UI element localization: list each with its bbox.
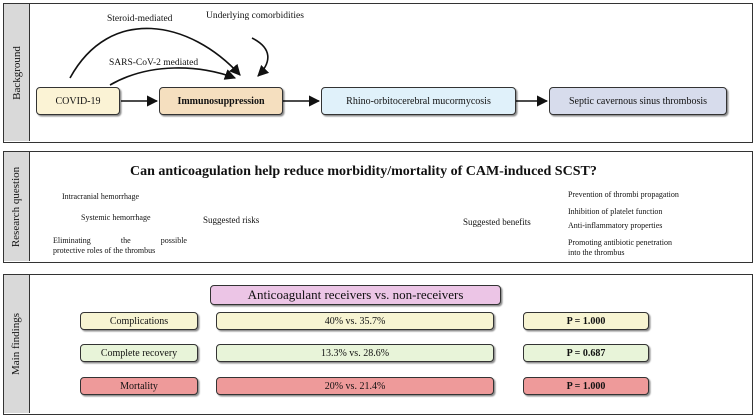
- mortality-comparison: 20% vs. 21.4%: [324, 380, 386, 392]
- suggested-benefits-label: Suggested benefits: [463, 217, 531, 227]
- benefit-item-antibiotic: Promoting antibiotic penetration: [568, 238, 672, 247]
- complications-p-value: P = 1.000: [566, 315, 606, 327]
- recovery-p-value: P = 0.687: [566, 347, 606, 359]
- background-tab: Background: [4, 4, 30, 141]
- benefit-item-platelet: Inhibition of platelet function: [568, 207, 663, 216]
- rhino-box: Rhino-orbitocerebral mucormycosis: [321, 87, 516, 115]
- risk-item-thrombus-word1: Eliminating: [53, 236, 91, 245]
- benefit-item-propagation: Prevention of thrombi propagation: [568, 190, 679, 199]
- complications-comparison: 40% vs. 35.7%: [324, 315, 386, 327]
- research-panel: Research question: [3, 151, 753, 263]
- steroid-label: Steroid-mediated: [107, 14, 173, 24]
- suggested-risks-label: Suggested risks: [203, 215, 260, 225]
- risk-item-thrombus-line1: Eliminating the possible: [53, 236, 187, 246]
- risk-item-thrombus-word2: the: [120, 236, 131, 245]
- mortality-comparison-box: 20% vs. 21.4%: [216, 377, 494, 395]
- rhino-label: Rhino-orbitocerebral mucormycosis: [346, 95, 491, 107]
- risk-item-thrombus-word3: possible: [160, 236, 187, 245]
- risk-item-thrombus-line2: protective roles of the thrombus: [53, 246, 156, 255]
- risk-item-thrombus: Eliminating the possible protective role…: [53, 236, 187, 256]
- complications-p-box: P = 1.000: [523, 312, 649, 330]
- recovery-comparison-box: 13.3% vs. 28.6%: [216, 344, 494, 362]
- septic-box: Septic cavernous sinus thrombosis: [549, 87, 727, 115]
- findings-header-label: Anticoagulant receivers vs. non-receiver…: [247, 287, 464, 302]
- sarscov2-label: SARS-CoV-2 mediated: [109, 58, 199, 68]
- comorbidities-label: Underlying comorbidities: [206, 11, 304, 21]
- background-panel: Background: [3, 3, 753, 143]
- steroid-arrow: [69, 27, 241, 79]
- immunosuppression-box: Immunosuppression: [159, 87, 283, 115]
- septic-label: Septic cavernous sinus thrombosis: [568, 95, 708, 107]
- research-question: Can anticoagulation help reduce morbidit…: [130, 164, 597, 179]
- complications-comparison-box: 40% vs. 35.7%: [216, 312, 494, 330]
- research-tab-label: Research question: [10, 166, 23, 247]
- complications-label-box: Complications: [80, 312, 198, 330]
- mortality-p-box: P = 1.000: [523, 377, 649, 395]
- covid-label: COVID-19: [55, 95, 101, 107]
- mortality-p-value: P = 1.000: [566, 380, 606, 392]
- recovery-label-box: Complete recovery: [80, 344, 198, 362]
- recovery-comparison: 13.3% vs. 28.6%: [320, 347, 390, 359]
- benefit-item-antiinflammatory: Anti-inflammatory properties: [568, 221, 663, 230]
- risk-item-intracranial: Intracranial hemorrhage: [62, 192, 140, 201]
- mortality-label-box: Mortality: [80, 377, 198, 395]
- findings-header: Anticoagulant receivers vs. non-receiver…: [210, 285, 501, 305]
- covid-box: COVID-19: [36, 87, 120, 115]
- recovery-p-box: P = 0.687: [523, 344, 649, 362]
- recovery-label: Complete recovery: [100, 347, 178, 359]
- benefit-item-antibiotic-cont: into the thrombus: [568, 248, 625, 257]
- risk-item-systemic: Systemic hemorrhage: [81, 213, 151, 222]
- findings-tab: Main findings: [4, 275, 30, 413]
- comorbidities-arrow: [251, 37, 270, 77]
- sarscov2-arrow: [109, 67, 237, 86]
- mortality-label: Mortality: [120, 380, 158, 392]
- complications-label: Complications: [109, 315, 169, 327]
- findings-tab-label: Main findings: [10, 312, 23, 376]
- research-tab: Research question: [4, 152, 30, 261]
- immunosuppression-label: Immunosuppression: [177, 95, 265, 107]
